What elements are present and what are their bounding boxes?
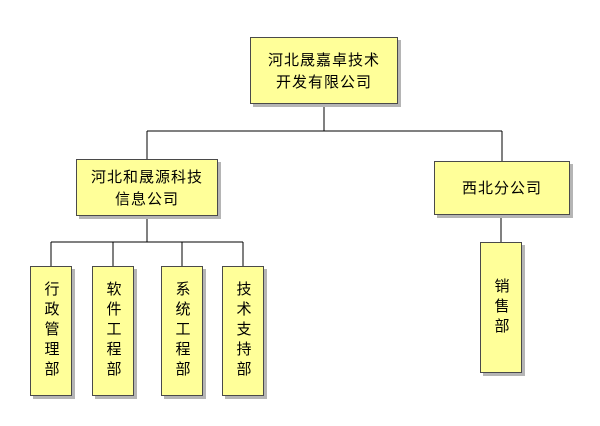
department-support-label: 技术支持部 [234, 281, 253, 381]
node-root-company: 河北晟嘉卓技术 开发有限公司 [250, 37, 398, 104]
node-department-systems: 系统工程部 [161, 266, 203, 396]
subsidiary-1-line-1: 河北和晟源科技 [90, 167, 203, 186]
node-subsidiary-2: 西北分公司 [434, 161, 570, 215]
node-department-support: 技术支持部 [222, 266, 264, 396]
node-department-admin: 行政管理部 [30, 266, 72, 396]
department-sales-label: 销售部 [492, 277, 511, 338]
department-systems-label: 系统工程部 [173, 281, 192, 381]
subsidiary-1-line-2: 信息公司 [114, 189, 179, 208]
root-line-2: 开发有限公司 [275, 72, 372, 91]
root-line-1: 河北晟嘉卓技术 [267, 50, 380, 69]
department-software-label: 软件工程部 [104, 281, 123, 381]
node-subsidiary-1: 河北和晟源科技 信息公司 [76, 159, 218, 216]
subsidiary-2-label: 西北分公司 [461, 179, 542, 197]
node-department-software: 软件工程部 [92, 266, 134, 396]
node-department-sales: 销售部 [480, 242, 522, 373]
department-admin-label: 行政管理部 [42, 281, 61, 381]
